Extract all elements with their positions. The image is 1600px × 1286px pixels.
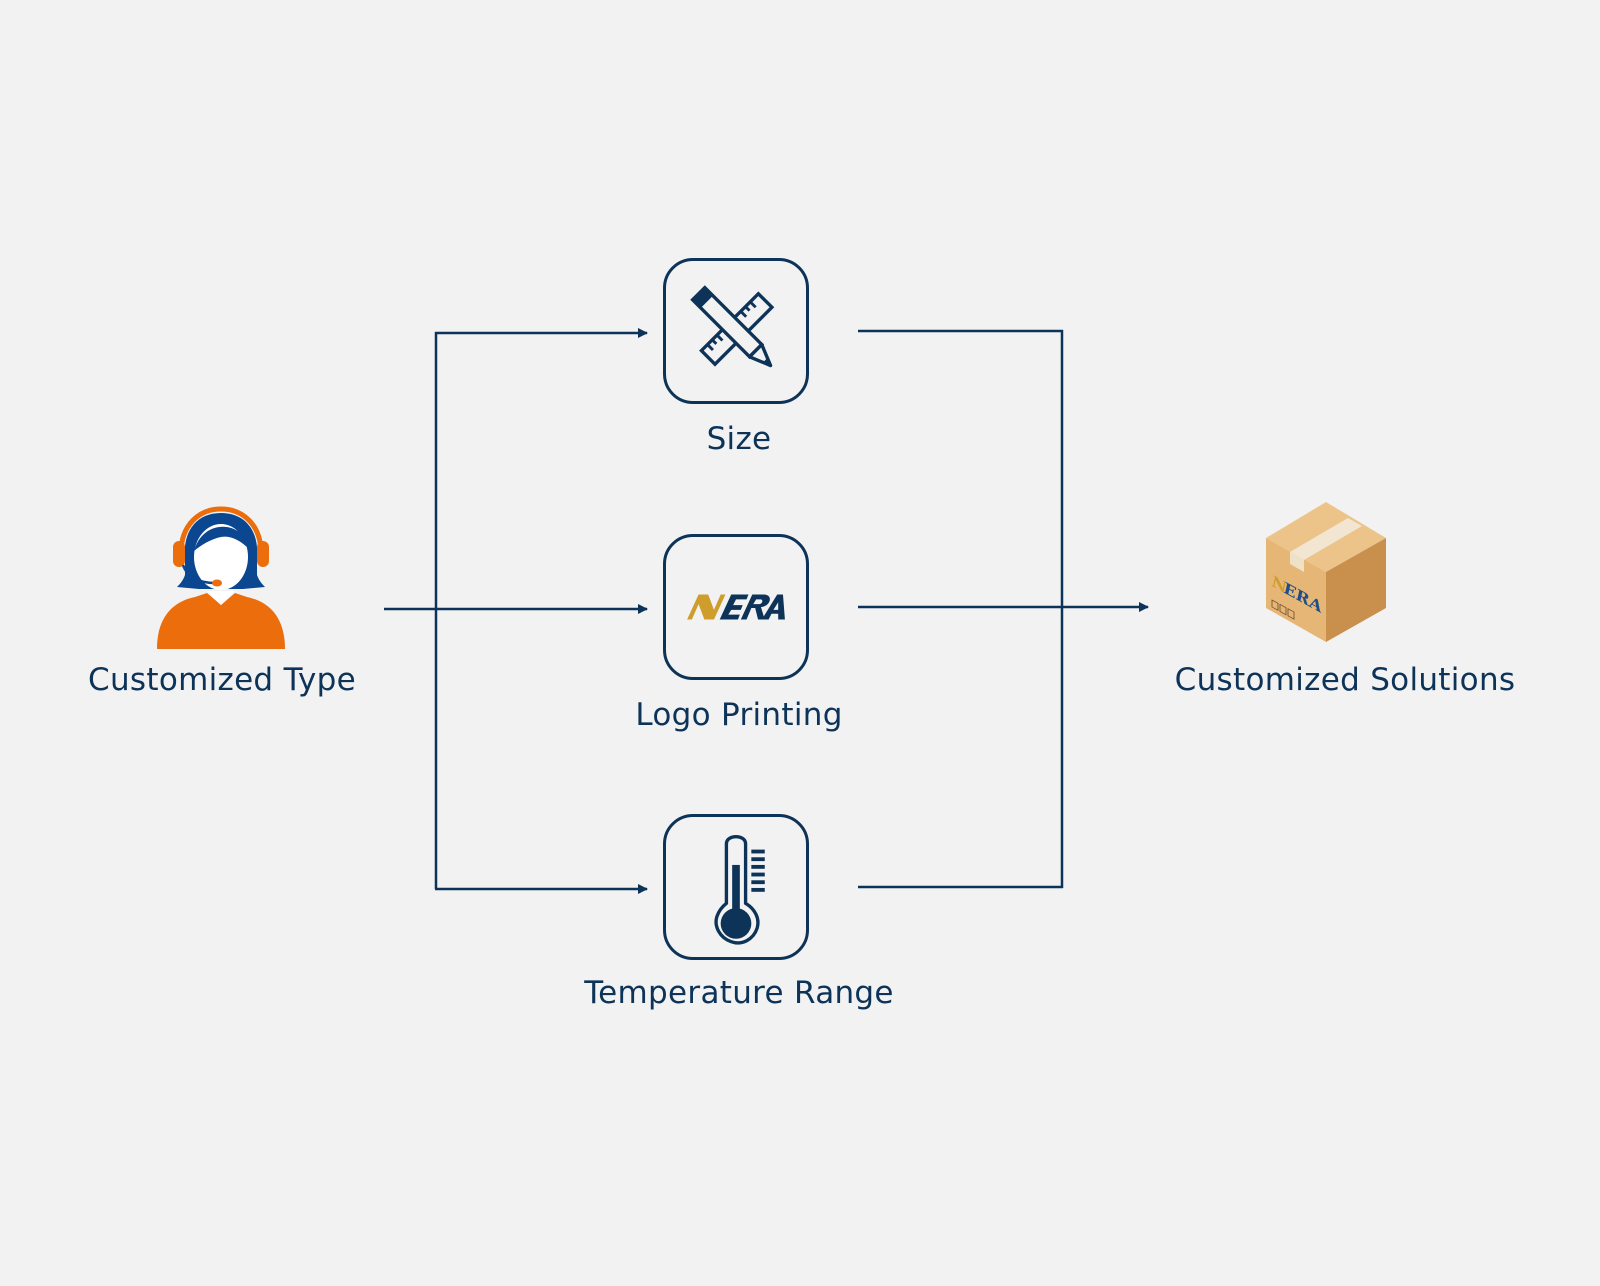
- size-option-box: [663, 258, 809, 404]
- temperature-range-option-box: [663, 814, 809, 960]
- logo-printing-option-box: [663, 534, 809, 680]
- customer-service-agent-icon: [157, 506, 285, 649]
- nera-logo-icon: [687, 594, 785, 620]
- source-label: Customized Type: [88, 662, 356, 698]
- cardboard-box-icon: N ERA: [1266, 502, 1386, 642]
- pencil-ruler-icon: [690, 285, 775, 368]
- logo-printing-label: Logo Printing: [635, 697, 843, 733]
- size-label: Size: [706, 421, 772, 457]
- svg-text:N: N: [1271, 572, 1288, 600]
- thermometer-icon: [714, 834, 765, 945]
- temperature-range-label: Temperature Range: [584, 975, 894, 1011]
- target-label: Customized Solutions: [1174, 662, 1516, 698]
